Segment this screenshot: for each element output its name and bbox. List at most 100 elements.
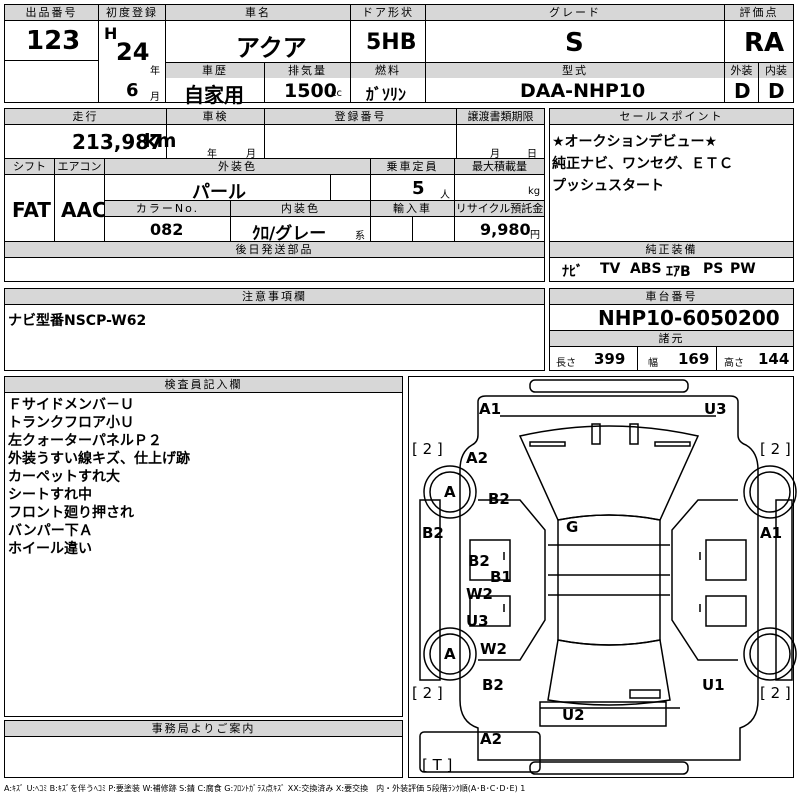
mark-front-bumper: A1 [479,400,502,418]
mark-left-quarter: W2 [480,640,507,658]
legend-text: A:ｷｽﾞ U:ﾍｺﾐ B:ｷｽﾞを伴うﾍｺﾐ P:要塗装 W:補修跡 S:錆 … [4,784,526,793]
mark-left-rear-lamp: B2 [482,676,504,694]
sales-point-1: ★オークションデビュー★ [552,134,718,150]
fuel-label: 燃料 [351,63,425,78]
mark-front-right: U3 [704,400,727,418]
interior-score: D [768,79,785,103]
door-type: 5HB [366,30,417,55]
spec-table [4,108,545,282]
chassis-label: 車台番号 [550,289,793,304]
exterior-label: 外装 [725,63,758,78]
shift-label: シフト [5,159,54,174]
score: RA [744,28,785,58]
mark-rear-bumper: A2 [480,730,503,748]
office-box [4,720,403,778]
tire-tread-spare: [ T ] [422,756,453,774]
recycle-fee: 9,980 [480,220,531,239]
tire-tread-rear-right: [ 2 ] [760,684,791,702]
interior-label: 内装 [759,63,793,78]
mark-left-front-pillar: B2 [488,490,510,508]
color-label: 外装色 [105,159,370,174]
inspector-line-6: シートすれ中 [8,487,92,503]
score-label: 評価点 [725,5,793,20]
length-value: 399 [594,350,626,368]
sales-points-box [549,108,794,282]
model-label: 型式 [426,63,724,78]
capacity-label: 乗車定員 [371,159,454,174]
mark-left-rear-door-2: U3 [466,612,489,630]
recycle-label: リサイクル預託金 [455,201,544,216]
inspector-line-8: バンパー下Ａ [8,523,93,539]
equipment-airbag: ｴｱB [666,264,691,280]
history-label: 車歴 [166,63,264,78]
mark-left-side-panel: B2 [422,524,444,542]
mark-left-fender: A2 [466,449,489,467]
reg-no-label: 登録番号 [265,109,456,124]
fuel: ｶﾞｿﾘﾝ [366,85,407,104]
inspection-year-unit: 年 [207,149,217,160]
capacity: 5 [412,178,425,199]
inspector-line-3: 左クォーターパネルＰ２ [8,433,162,449]
inspector-line-9: ホイール違い [8,541,92,557]
import-label: 輸入車 [371,201,454,216]
shift: FAT [12,198,51,222]
car-name-label: 車名 [166,5,350,20]
height-value: 144 [758,350,790,368]
mark-left-rear-door: W2 [466,585,493,603]
mark-glass: G [566,518,579,536]
mark-left-sill: B1 [490,568,512,586]
tire-tread-rear-left: [ 2 ] [412,684,443,702]
transfer-label: 譲渡書類期限 [457,109,544,124]
mileage: 213,987 [72,130,164,154]
door-label: ドア形状 [351,5,425,20]
exterior-score: D [734,79,751,103]
color-no-label: カラーNo. [105,201,230,216]
capacity-unit: 人 [440,190,450,201]
history: 自家用 [184,83,244,107]
car-name: アクア [236,34,307,62]
load-label: 最大積載量 [455,159,544,174]
first-reg-month: 6 [126,80,139,101]
sales-points-label: セールスポイント [550,109,793,124]
equipment-tv: TV [600,261,621,277]
displacement-unit: cc [331,88,342,99]
chassis-box [549,288,794,371]
interior-color-unit: 系 [355,231,365,242]
width-value: 169 [678,350,710,368]
inspector-line-7: フロント廻り押され [8,505,134,521]
mark-right-side-panel: A1 [760,524,783,542]
mark-trunk: U2 [562,706,585,724]
mark-right-rear: U1 [702,676,725,694]
displacement: 1500 [284,80,337,102]
recycle-unit: 円 [530,230,540,241]
equipment-nav: ﾅﾋﾞ [562,264,583,280]
inspector-line-2: トランクフロア小Ｕ [8,415,134,431]
inspector-line-5: カーペットすれ大 [8,469,120,485]
era: H [104,24,118,43]
equipment-label: 純正装備 [550,242,793,257]
lot-no-label: 出品番号 [5,5,98,20]
transfer-day-unit: 日 [527,149,537,160]
aircon: AAC [61,198,107,222]
first-reg-label: 初度登録 [99,5,165,20]
tire-tread-front-left: [ 2 ] [412,440,443,458]
interior-color-label: 内装色 [231,201,370,216]
load-unit: kg [528,186,541,197]
inspector-line-4: 外装うすい線キズ、仕上げ跡 [8,451,190,467]
mark-left-front-door: B2 [468,552,490,570]
car-diagram-box [408,376,794,778]
exterior-color: パール [192,182,246,203]
first-reg-year: 24 [116,38,150,66]
color-no: 082 [150,220,184,239]
inspector-line-1: Ｆサイドメンバ－Ｕ [8,397,134,413]
inspector-box [4,376,403,717]
grade-label: グレード [426,5,724,20]
notes-box [4,288,545,371]
inspection-label: 車検 [167,109,264,124]
length-label: 長さ [556,358,576,369]
sales-point-3: プッシュスタート [552,178,664,194]
later-parts-label: 後日発送部品 [5,242,544,257]
lot-no: 123 [26,26,81,56]
mileage-unit: km [144,130,177,152]
